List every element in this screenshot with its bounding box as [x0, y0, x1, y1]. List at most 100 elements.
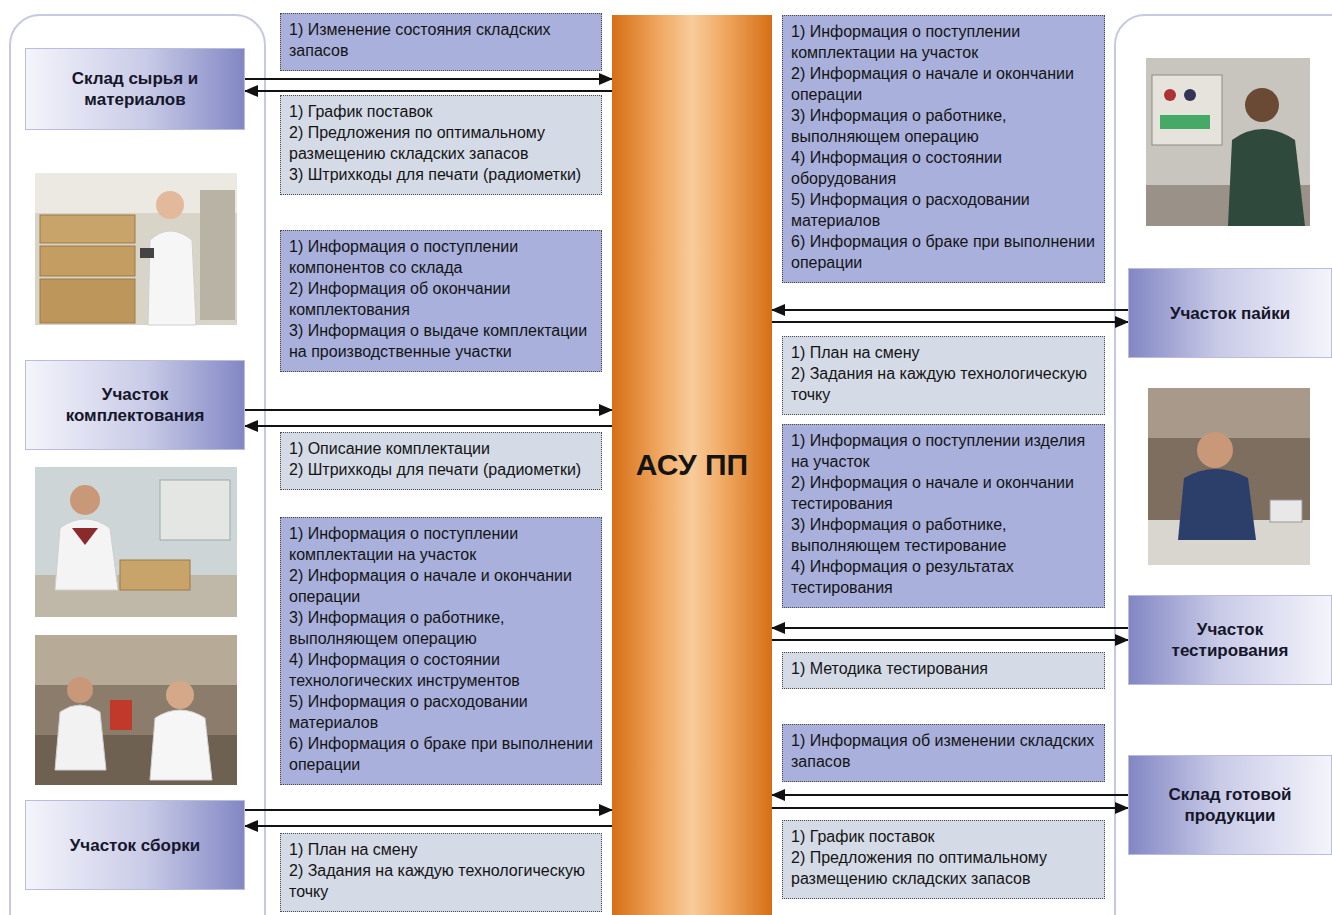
warehouse-photo — [35, 173, 237, 325]
info-text: 2) Предложения по оптимальному размещени… — [289, 122, 593, 164]
info-text: 1) График поставок — [791, 826, 1096, 847]
info-box: 1) Информация об изменении складских зап… — [782, 724, 1105, 782]
info-box: 1) План на смену2) Задания на каждую тех… — [782, 336, 1105, 415]
info-text: 2) Информация о начале и окончании опера… — [289, 565, 593, 607]
photo-wall — [1148, 388, 1310, 438]
info-text: 2) Задания на каждую технологическую точ… — [289, 860, 593, 902]
area-box: Участок пайки — [1128, 268, 1332, 358]
person-body — [1228, 129, 1305, 226]
box-shape — [120, 560, 190, 590]
info-box: 1) Информация о поступлении комплектации… — [782, 15, 1105, 283]
knob-shape — [1164, 89, 1176, 101]
info-text: 2) Информация о начале и окончании тести… — [791, 472, 1096, 514]
assembly-photo — [35, 635, 237, 785]
area-name: Склад сырья и материалов — [36, 68, 234, 110]
flow-arrow — [245, 78, 612, 80]
info-text: 2) Информация о начале и окончании опера… — [791, 63, 1096, 105]
photo-ground — [35, 173, 237, 325]
person-head — [1245, 88, 1279, 122]
tool-shape — [110, 700, 132, 730]
info-text: 2) Задания на каждую технологическую точ… — [791, 363, 1096, 405]
person-head — [1197, 432, 1233, 468]
person-body — [55, 519, 118, 590]
info-box: 1) Методика тестирования — [782, 652, 1105, 689]
info-text: 2) Штрихкоды для печати (радиометки) — [289, 459, 593, 480]
scanner-shape — [140, 248, 154, 258]
info-text: 5) Информация о расходовании материалов — [791, 189, 1096, 231]
kitting-photo — [35, 467, 237, 617]
info-text: 6) Информация о браке при выполнении опе… — [791, 231, 1096, 273]
person-body — [150, 710, 212, 780]
person-head — [67, 677, 93, 703]
photo-ground — [35, 635, 237, 785]
info-box: 1) График поставок2) Предложения по опти… — [782, 820, 1105, 899]
info-box: 1) График поставок2) Предложения по опти… — [280, 95, 602, 195]
person-head — [156, 191, 184, 219]
area-box: Склад сырья и материалов — [25, 48, 245, 130]
info-text: 1) План на смену — [791, 342, 1096, 363]
info-text: 2) Предложения по оптимальному размещени… — [791, 847, 1096, 889]
info-text: 1) Информация о поступлении комплектации… — [289, 523, 593, 565]
info-text: 1) План на смену — [289, 839, 593, 860]
info-text: 1) Информация об изменении складских зап… — [791, 730, 1096, 772]
area-name: Участок сборки — [70, 835, 201, 856]
person-body — [148, 231, 196, 325]
testing-photo — [1148, 388, 1310, 565]
info-box: 1) Описание комплектации2) Штрихкоды для… — [280, 432, 602, 490]
display-shape — [1160, 115, 1210, 129]
photo-ground — [1146, 58, 1310, 226]
area-name: Склад готовой продукции — [1139, 784, 1321, 826]
info-box: 1) План на смену2) Задания на каждую тех… — [280, 833, 602, 912]
flow-arrow — [245, 425, 612, 427]
flow-arrow — [772, 807, 1128, 809]
person-body — [55, 705, 106, 770]
system-bar: АСУ ПП — [612, 15, 772, 915]
left-panel — [10, 15, 265, 915]
info-text: 6) Информация о браке при выполнении опе… — [289, 733, 593, 775]
area-box: Участок сборки — [25, 800, 245, 890]
photo-ground — [35, 467, 237, 617]
box-shape — [40, 279, 135, 323]
info-text: 4) Информация о результатах тестирования — [791, 556, 1096, 598]
monitor-shape — [160, 480, 230, 540]
soldering-photo — [1146, 58, 1310, 226]
person-head — [70, 485, 100, 515]
info-text: 1) Описание комплектации — [289, 438, 593, 459]
info-text: 3) Информация о выдаче комплектации на п… — [289, 320, 593, 362]
info-box: 1) Информация о поступлении комплектации… — [280, 517, 602, 785]
info-box: 1) Информация о поступлении изделия на у… — [782, 424, 1105, 608]
info-text: 1) График поставок — [289, 101, 593, 122]
area-name: Участок комплектования — [36, 384, 234, 426]
info-text: 3) Информация о работнике, выполняющем о… — [289, 607, 593, 649]
shelf-shape — [200, 190, 235, 320]
info-text: 4) Информация о состоянии технологически… — [289, 649, 593, 691]
info-text: 4) Информация о состоянии оборудования — [791, 147, 1096, 189]
info-text: 2) Информация об окончании комплектовани… — [289, 278, 593, 320]
box-shape — [40, 246, 135, 276]
info-box: 1) Изменение состояния складских запасов — [280, 13, 602, 71]
flow-arrow — [245, 809, 612, 811]
info-text: 3) Штрихкоды для печати (радиометки) — [289, 164, 593, 185]
area-name: Участок тестирования — [1139, 619, 1321, 661]
info-text: 1) Методика тестирования — [791, 658, 1096, 679]
device-shape — [1270, 500, 1302, 522]
photo-wall — [35, 635, 237, 685]
box-shape — [40, 215, 135, 243]
device-shape — [1152, 75, 1222, 145]
info-text: 3) Информация о работнике, выполняющем т… — [791, 514, 1096, 556]
info-text: 1) Информация о поступлении компонентов … — [289, 236, 593, 278]
flow-arrow — [245, 409, 612, 411]
person-head — [166, 681, 194, 709]
area-box: Участок тестирования — [1128, 595, 1332, 685]
flow-arrow — [772, 794, 1128, 796]
knob-shape — [1184, 89, 1196, 101]
area-box: Участок комплектования — [25, 360, 245, 450]
info-text: 1) Изменение состояния складских запасов — [289, 19, 593, 61]
collar-shape — [72, 528, 98, 545]
system-name: АСУ ПП — [636, 447, 748, 483]
area-name: Участок пайки — [1170, 303, 1290, 324]
right-panel — [1115, 15, 1332, 915]
flow-arrow — [772, 627, 1128, 629]
area-box: Склад готовой продукции — [1128, 755, 1332, 855]
